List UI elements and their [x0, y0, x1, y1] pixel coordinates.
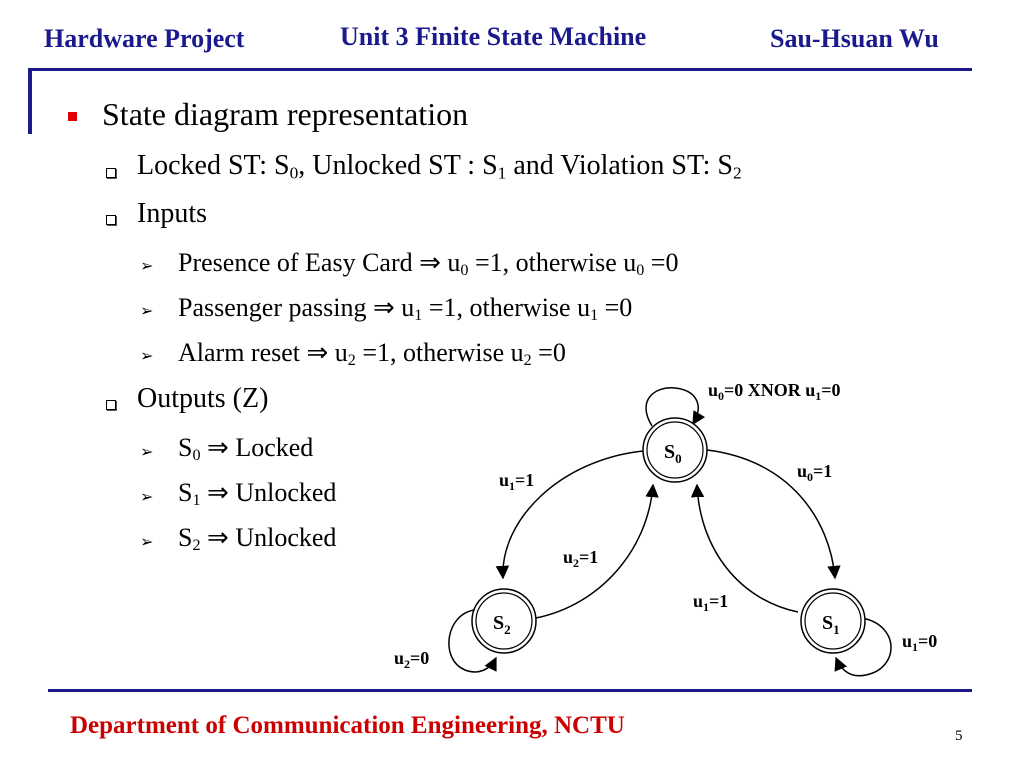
input-item: Alarm reset ⇒ u2 =1, otherwise u2 =0: [178, 338, 566, 370]
state-node-s1: S1: [800, 588, 866, 654]
edge-s1-self-loop: [834, 617, 892, 677]
output-text: ⇒ Locked: [200, 433, 314, 462]
edge-label-s1-self: u1=0: [902, 631, 937, 654]
input-text: =0: [644, 248, 679, 277]
output-sub: 0: [192, 447, 201, 465]
section-heading: State diagram representation: [102, 96, 469, 132]
arrow-bullet-icon: ➢: [140, 303, 154, 320]
edge-s0-to-s1: [706, 449, 841, 580]
input-item: Passenger passing ⇒ u1 =1, otherwise u1 …: [178, 293, 633, 325]
edge-s0-self-loop: [645, 387, 706, 427]
state-node-s0: S0: [642, 417, 708, 483]
page-number: 5: [955, 728, 963, 744]
input-text: Presence of Easy Card ⇒ u: [178, 248, 461, 277]
input-sub: 1: [414, 307, 423, 325]
inputs-title: Inputs: [137, 198, 207, 229]
states-text-a: Locked ST: S: [137, 150, 290, 181]
edge-label-s2-self: u2=0: [394, 648, 429, 671]
input-text: Alarm reset ⇒ u: [178, 338, 348, 367]
edge-label-s0-to-s2: u1=1: [499, 470, 534, 493]
state-node-s2: S2: [471, 588, 537, 654]
input-text: =0: [598, 293, 633, 322]
output-text: ⇒ Unlocked: [200, 523, 337, 552]
output-text: S: [178, 433, 193, 462]
arrow-bullet-icon: ➢: [140, 258, 154, 275]
input-sub: 0: [460, 262, 469, 280]
edge-s2-self-loop: [448, 609, 497, 673]
input-item: Presence of Easy Card ⇒ u0 =1, otherwise…: [178, 248, 679, 280]
arrow-bullet-icon: ➢: [140, 444, 154, 461]
state-label: S0: [664, 441, 682, 466]
states-text-b: , Unlocked ST : S: [298, 150, 498, 181]
header-author: Sau-Hsuan Wu: [770, 24, 939, 53]
edge-label-s2-to-s0: u2=1: [563, 547, 598, 570]
states-line: Locked ST: S0, Unlocked ST : S1 and Viol…: [137, 150, 742, 182]
output-sub: 1: [192, 492, 201, 510]
states-sub-c: 2: [733, 163, 742, 183]
state-diagram: S0 S1 S2 u0=0 XNOR u1=0 u0=1 u1=1 u2=1 u…: [394, 380, 937, 677]
outputs-title: Outputs (Z): [137, 383, 269, 414]
input-sub: 2: [347, 352, 356, 370]
header-divider: [30, 68, 972, 71]
footer-department: Department of Communication Engineering,…: [70, 712, 625, 739]
states-text-c: and Violation ST: S: [506, 150, 733, 181]
states-sub-a: 0: [289, 163, 299, 183]
output-item: S1 ⇒ Unlocked: [178, 478, 337, 510]
output-text: S: [178, 478, 193, 507]
edge-label-s0-self: u0=0 XNOR u1=0: [708, 380, 841, 403]
output-text: S: [178, 523, 193, 552]
footer-divider: [48, 689, 972, 692]
input-text: =0: [531, 338, 566, 367]
hollow-square-bullet-icon: [106, 168, 116, 178]
edge-s0-to-s2: [495, 450, 644, 580]
edge-label-s1-to-s0: u1=1: [693, 591, 728, 614]
arrow-bullet-icon: ➢: [140, 489, 154, 506]
input-text: Passenger passing ⇒ u: [178, 293, 415, 322]
left-accent-bar: [28, 68, 32, 134]
input-text: =1, otherwise u: [468, 248, 637, 277]
output-sub: 2: [192, 537, 201, 555]
square-bullet-icon: [68, 112, 77, 121]
edge-s2-to-s0: [535, 483, 659, 619]
edge-s1-to-s0: [690, 483, 799, 613]
header-unit-title: Unit 3 Finite State Machine: [340, 22, 647, 51]
input-text: =1, otherwise u: [422, 293, 591, 322]
output-item: S0 ⇒ Locked: [178, 433, 314, 465]
states-sub-b: 1: [497, 163, 507, 183]
arrow-bullet-icon: ➢: [140, 348, 154, 365]
header-course-title: Hardware Project: [44, 24, 245, 53]
edge-label-s0-to-s1: u0=1: [797, 461, 832, 484]
input-text: =1, otherwise u: [355, 338, 524, 367]
state-label: S2: [493, 612, 511, 637]
output-text: ⇒ Unlocked: [200, 478, 337, 507]
state-label: S1: [822, 612, 840, 637]
input-sub: 1: [590, 307, 599, 325]
arrow-bullet-icon: ➢: [140, 534, 154, 551]
output-item: S2 ⇒ Unlocked: [178, 523, 337, 555]
input-sub: 2: [523, 352, 532, 370]
input-sub: 0: [636, 262, 645, 280]
hollow-square-bullet-icon: [106, 215, 116, 225]
hollow-square-bullet-icon: [106, 400, 116, 410]
